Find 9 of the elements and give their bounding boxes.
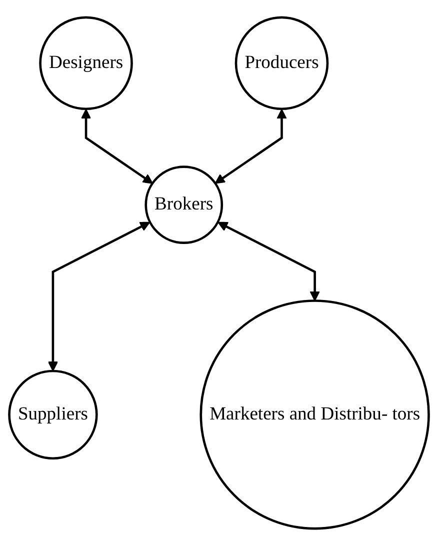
node-circle: Producers [234,16,329,110]
node-circle: Suppliers [8,370,98,460]
node-circle: Designers [39,16,133,110]
node-circle: Brokers [144,166,224,244]
arrow [218,222,320,302]
node-circle: Marketers and Distribu- tors [200,300,430,530]
arrow [214,108,287,184]
arrow [80,108,153,184]
arrow [48,222,150,372]
